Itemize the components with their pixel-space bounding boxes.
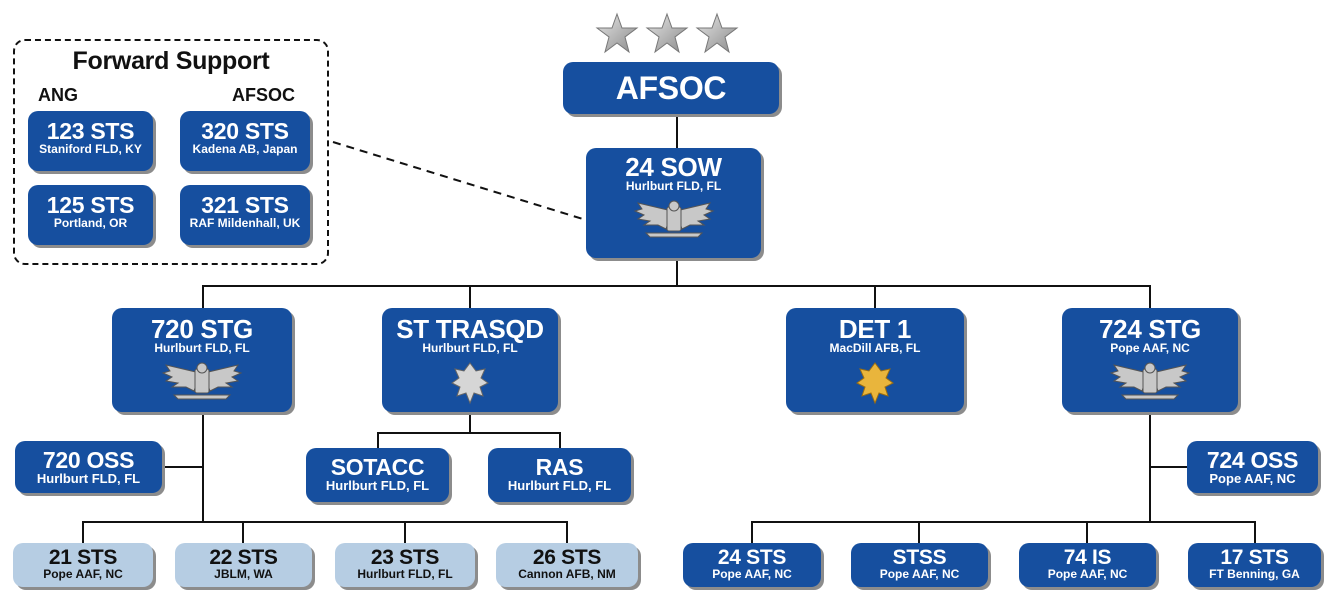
unit-name: 125 STS — [46, 192, 135, 218]
squadron-23-sts: 23 STS Hurlburt FLD, FL — [335, 543, 475, 587]
squadron-74-is: 74 IS Pope AAF, NC — [1019, 543, 1156, 587]
colonel-eagle-icon — [633, 200, 714, 238]
squadron-name: 74 IS — [1063, 546, 1112, 569]
ras-location: Hurlburt FLD, FL — [507, 478, 612, 493]
squadron-name: 21 STS — [48, 546, 118, 569]
oss-720-title: 720 OSS — [42, 447, 135, 473]
connector-forward-support — [332, 141, 587, 221]
lieutenant-colonel-oak-leaf-icon — [451, 361, 489, 405]
squadron-stss: STSS Pope AAF, NC — [851, 543, 988, 587]
st-trasqd-location: Hurlburt FLD, FL — [422, 341, 518, 355]
connector-720-squadrons — [82, 521, 568, 543]
unit-123-sts: 123 STS Staniford FLD, KY — [28, 111, 153, 171]
squadron-location: Hurlburt FLD, FL — [357, 567, 453, 581]
star-icon — [695, 12, 739, 54]
stg-724-location: Pope AAF, NC — [1110, 341, 1190, 355]
sotacc-location: Hurlburt FLD, FL — [325, 478, 430, 493]
star-icon — [645, 12, 689, 54]
squadron-location: Cannon AFB, NM — [518, 567, 616, 581]
oss-724-location: Pope AAF, NC — [1209, 471, 1296, 486]
forward-support-ang-label: ANG — [38, 85, 78, 105]
connector-trasqd-children — [377, 432, 561, 448]
squadron-name: 24 STS — [717, 546, 787, 569]
unit-location: Kadena AB, Japan — [192, 142, 298, 156]
squadron-name: 26 STS — [532, 546, 602, 569]
oss-720-location: Hurlburt FLD, FL — [36, 471, 141, 486]
stg-724-box: 724 STG Pope AAF, NC — [1062, 308, 1238, 412]
oss-724-title: 724 OSS — [1206, 447, 1299, 473]
ras-box: RAS Hurlburt FLD, FL — [488, 448, 631, 502]
oss-720-box: 720 OSS Hurlburt FLD, FL — [15, 441, 162, 493]
det-1-location: MacDill AFB, FL — [829, 341, 921, 355]
squadron-name: 22 STS — [209, 546, 278, 569]
squadron-location: Pope AAF, NC — [43, 567, 123, 581]
unit-location: RAF Mildenhall, UK — [189, 216, 301, 230]
squadron-24-sts: 24 STS Pope AAF, NC — [683, 543, 821, 587]
det-1-box: DET 1 MacDill AFB, FL — [786, 308, 964, 412]
unit-320-sts: 320 STS Kadena AB, Japan — [180, 111, 310, 171]
squadron-21-sts: 21 STS Pope AAF, NC — [13, 543, 153, 587]
squadron-location: Pope AAF, NC — [879, 567, 960, 581]
sow-24-location: Hurlburt FLD, FL — [625, 179, 722, 193]
squadron-name: 17 STS — [1220, 546, 1289, 569]
unit-location: Staniford FLD, KY — [39, 142, 142, 156]
squadron-17-sts: 17 STS FT Benning, GA — [1188, 543, 1321, 587]
stg-724-title: 724 STG — [1099, 314, 1201, 344]
unit-321-sts: 321 STS RAF Mildenhall, UK — [180, 185, 310, 245]
major-oak-leaf-icon — [856, 361, 894, 405]
squadron-location: Pope AAF, NC — [712, 567, 792, 581]
afsoc-title: AFSOC — [615, 70, 727, 106]
star-icon — [595, 12, 639, 54]
sotacc-box: SOTACC Hurlburt FLD, FL — [306, 448, 449, 502]
forward-support-afsoc-label: AFSOC — [232, 85, 295, 105]
oss-724-box: 724 OSS Pope AAF, NC — [1187, 441, 1318, 493]
stg-720-location: Hurlburt FLD, FL — [154, 341, 250, 355]
st-trasqd-box: ST TRASQD Hurlburt FLD, FL — [382, 308, 558, 412]
squadron-22-sts: 22 STS JBLM, WA — [175, 543, 312, 587]
colonel-eagle-icon — [1109, 362, 1191, 400]
unit-name: 321 STS — [201, 192, 289, 218]
connector-724-squadrons — [751, 521, 1256, 543]
forward-support-title: Forward Support — [72, 47, 270, 75]
unit-name: 320 STS — [201, 118, 289, 144]
afsoc-box: AFSOC — [563, 62, 779, 114]
sow-24-title: 24 SOW — [625, 152, 722, 182]
squadron-location: FT Benning, GA — [1209, 567, 1300, 581]
stg-720-title: 720 STG — [151, 314, 253, 344]
squadron-location: JBLM, WA — [214, 567, 273, 581]
squadron-name: 23 STS — [370, 546, 440, 569]
st-trasqd-title: ST TRASQD — [396, 314, 544, 344]
forward-support-group — [13, 39, 329, 265]
squadron-name: STSS — [892, 546, 947, 569]
unit-location: Portland, OR — [53, 216, 128, 230]
det-1-title: DET 1 — [838, 314, 912, 344]
squadron-26-sts: 26 STS Cannon AFB, NM — [496, 543, 638, 587]
colonel-eagle-icon — [161, 362, 243, 400]
sow-24-box: 24 SOW Hurlburt FLD, FL — [586, 148, 761, 258]
three-stars-icon — [595, 12, 739, 54]
unit-name: 123 STS — [46, 118, 135, 144]
unit-125-sts: 125 STS Portland, OR — [28, 185, 153, 245]
stg-720-box: 720 STG Hurlburt FLD, FL — [112, 308, 292, 412]
connector-groups-bus — [202, 285, 1151, 308]
squadron-location: Pope AAF, NC — [1047, 567, 1128, 581]
ras-title: RAS — [535, 454, 584, 480]
sotacc-title: SOTACC — [330, 454, 425, 480]
